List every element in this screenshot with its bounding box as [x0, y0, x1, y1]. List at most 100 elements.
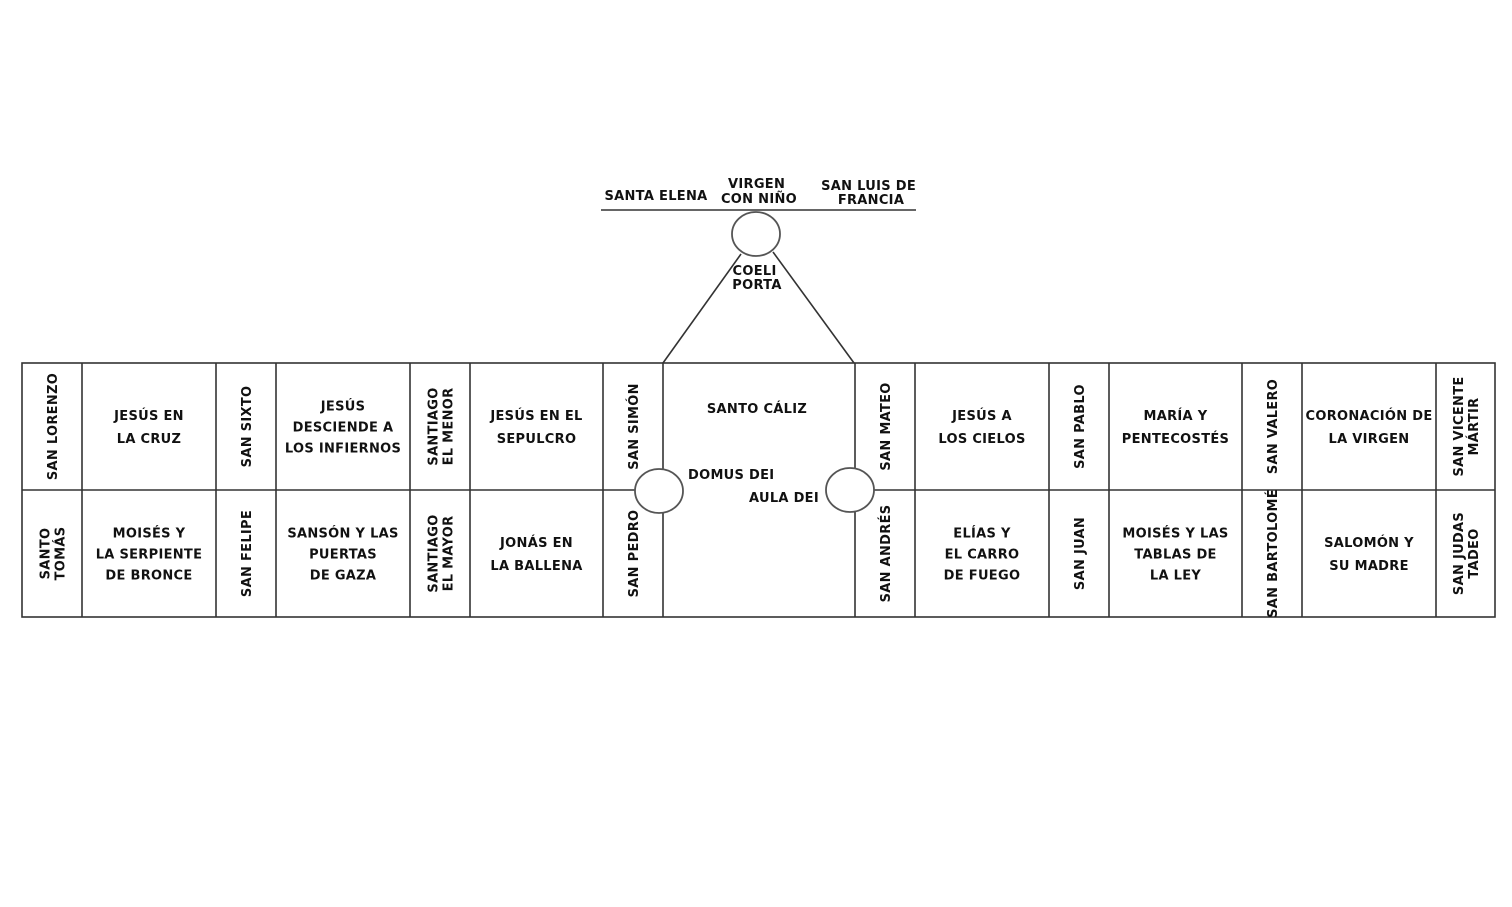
- lower-row-cell-text: SALOMÓN Y SU MADRE: [1324, 535, 1414, 574]
- upper-row-cell-line: SEPULCRO: [497, 432, 577, 447]
- right-door-medallion: [825, 467, 875, 513]
- pediment-label-line: PORTA: [732, 278, 781, 293]
- lower-row-cell-line: TOMÁS: [53, 527, 69, 581]
- upper-row-cell-line: SAN VICENTE: [1452, 376, 1467, 476]
- top-figure-left: SANTA ELENA: [604, 189, 707, 204]
- lower-row-cell-text: SAN FELIPE: [240, 510, 255, 597]
- lower-row-cell-line: SAN FELIPE: [240, 510, 255, 597]
- upper-row-cell-line: JESÚS A: [951, 408, 1012, 424]
- upper-row-cell-line: EL MENOR: [442, 388, 457, 466]
- lower-row-cell-line: DE BRONCE: [105, 569, 192, 584]
- lower-row-cell-line: SAN JUAN: [1073, 517, 1088, 590]
- pediment-right-edge: [772, 251, 855, 364]
- top-figure-right-line: SAN LUIS DE: [821, 179, 916, 194]
- upper-row-cell-text: JESÚS EN EL SEPULCRO: [489, 408, 582, 447]
- pediment-left-edge: [662, 253, 742, 364]
- lower-row-cell-line: SANTIAGO: [427, 514, 442, 592]
- lower-row-cell-line: ELÍAS Y: [953, 526, 1011, 542]
- upper-row-cell-line: JESÚS EN: [113, 408, 184, 424]
- lower-row-cell-line: JONÁS EN: [499, 535, 573, 551]
- lower-row-cell-line: LA SERPIENTE: [96, 548, 203, 563]
- pediment: COELI PORTA: [662, 211, 855, 364]
- lower-row-cell-text: SAN ANDRÉS: [878, 505, 894, 603]
- upper-row-cell-line: SAN SIMÓN: [626, 383, 642, 470]
- upper-row-cell-text: SAN PABLO: [1073, 384, 1088, 469]
- upper-row-cell-text: SANTIAGOEL MENOR: [427, 387, 457, 465]
- upper-row-cell-line: SAN SIXTO: [240, 386, 255, 468]
- lower-row-cell-text: SAN JUAN: [1073, 517, 1088, 590]
- top-figure-center-line: VIRGEN: [728, 177, 785, 192]
- lower-row-cell-line: MOISÉS Y: [113, 526, 186, 542]
- lower-row-cell-line: SAN PEDRO: [627, 510, 642, 598]
- upper-row-cell-line: SAN PABLO: [1073, 384, 1088, 469]
- upper-row-cell-text: JESÚS EN LA CRUZ: [113, 408, 184, 447]
- upper-row-cell-line: SAN VALERO: [1266, 379, 1281, 474]
- lower-row-cell-line: TADEO: [1467, 528, 1482, 578]
- altarpiece-grid: SAN LORENZO JESÚS EN LA CRUZ SAN SIXTO JESÚS…: [21, 362, 1496, 618]
- lower-row-cell-text: MOISÉS Y LA SERPIENTE DE BRONCE: [96, 526, 203, 584]
- lower-row-cell-line: EL CARRO: [945, 548, 1020, 563]
- lower-row-cell-text: ELÍAS Y EL CARRO DE FUEGO: [944, 526, 1021, 584]
- upper-row-cell-line: JESÚS: [320, 399, 366, 415]
- upper-row-cell-text: CORONACIÓN DE LA VIRGEN: [1306, 408, 1433, 447]
- pediment-label-line: COELI: [733, 264, 777, 279]
- upper-row-cell-line: LA CRUZ: [117, 432, 182, 447]
- top-figure-center: VIRGEN CON NIÑO: [721, 177, 797, 207]
- lower-row-cell-line: LA BALLENA: [490, 559, 582, 574]
- lower-row-cell-line: SANSÓN Y LAS: [287, 526, 398, 542]
- lower-row-cell-line: SU MADRE: [1329, 559, 1409, 574]
- lower-row-cell-text: SANSÓN Y LAS PUERTAS DE GAZA: [287, 526, 398, 584]
- lower-row-cell-line: LA LEY: [1150, 569, 1202, 584]
- upper-row-cell-text: SAN LORENZO: [46, 373, 61, 480]
- lower-row-cell-line: SALOMÓN Y: [1324, 535, 1414, 551]
- pediment-label: COELI PORTA: [732, 264, 781, 293]
- lower-row-cell-text: SAN JUDASTADEO: [1452, 512, 1482, 595]
- upper-row-cell-line: LOS CIELOS: [938, 432, 1025, 447]
- lower-row-cell-line: TABLAS DE: [1134, 548, 1216, 563]
- lower-row-cell-text: JONÁS EN LA BALLENA: [490, 535, 582, 574]
- upper-row-cell-text: MARÍA Y PENTECOSTÉS: [1122, 408, 1229, 447]
- lower-row-cell-line: SAN ANDRÉS: [878, 505, 894, 603]
- center-panel: SANTO CÁLIZ DOMUS DEI AULA DEI: [634, 401, 875, 514]
- upper-row-cell-line: MARÍA Y: [1144, 408, 1208, 424]
- top-figure-right: SAN LUIS DE FRANCIA: [821, 179, 921, 208]
- lower-row-cell-text: SAN PEDRO: [627, 510, 642, 598]
- lower-row-cell-line: DE GAZA: [310, 569, 377, 584]
- lower-row-cell-line: PUERTAS: [309, 548, 377, 563]
- upper-row-cell-text: JESÚS A LOS CIELOS: [938, 408, 1025, 447]
- lower-row-cell-line: MOISÉS Y LAS: [1122, 526, 1228, 542]
- upper-row-cell-line: LOS INFIERNOS: [285, 442, 401, 457]
- lower-row-cell-line: SANTO: [39, 528, 54, 580]
- left-door-label: DOMUS DEI: [688, 468, 774, 483]
- lower-row-cell-line: SAN JUDAS: [1452, 512, 1467, 595]
- top-figure-right-line: FRANCIA: [838, 193, 904, 208]
- upper-row-cell-text: SAN VALERO: [1266, 379, 1281, 474]
- right-door-label: AULA DEI: [749, 491, 819, 506]
- upper-row-cell-line: PENTECOSTÉS: [1122, 431, 1229, 447]
- lower-row-cell-line: SAN BARTOLOMÉ: [1265, 489, 1281, 618]
- top-figures: SANTA ELENA VIRGEN CON NIÑO SAN LUIS DE …: [601, 177, 921, 211]
- upper-row-cell-line: DESCIENDE A: [293, 421, 394, 436]
- upper-row-cell-line: JESÚS EN EL: [489, 408, 582, 424]
- lower-row-cell-text: MOISÉS Y LAS TABLAS DE LA LEY: [1122, 526, 1228, 584]
- lower-row-cell-text: SANTOTOMÁS: [39, 527, 69, 581]
- upper-row-cell-text: SAN SIXTO: [240, 386, 255, 468]
- upper-row-cell-text: JESÚS DESCIENDE A LOS INFIERNOS: [285, 399, 401, 457]
- lower-row-cell-text: SAN BARTOLOMÉ: [1265, 489, 1281, 618]
- upper-row-cell-text: SAN MATEO: [879, 382, 894, 470]
- upper-row-cell-line: MÁRTIR: [1466, 398, 1482, 456]
- left-door-medallion: [634, 468, 684, 514]
- upper-row-cell-text: SAN VICENTEMÁRTIR: [1452, 376, 1482, 476]
- center-panel-title: SANTO CÁLIZ: [707, 401, 807, 417]
- upper-row-cell-line: SAN MATEO: [879, 382, 894, 470]
- lower-row-cell-text: SANTIAGOEL MAYOR: [427, 514, 457, 592]
- upper-row-cell-line: SAN LORENZO: [46, 373, 61, 480]
- top-figure-center-line: CON NIÑO: [721, 191, 797, 207]
- upper-row-cell-line: SANTIAGO: [427, 387, 442, 465]
- upper-row-cell-line: CORONACIÓN DE: [1306, 408, 1433, 424]
- lower-row-cell-line: DE FUEGO: [944, 569, 1021, 584]
- upper-row-cell-line: LA VIRGEN: [1329, 432, 1410, 447]
- upper-row-cell-text: SAN SIMÓN: [626, 383, 642, 470]
- lower-row-cell-line: EL MAYOR: [442, 516, 457, 592]
